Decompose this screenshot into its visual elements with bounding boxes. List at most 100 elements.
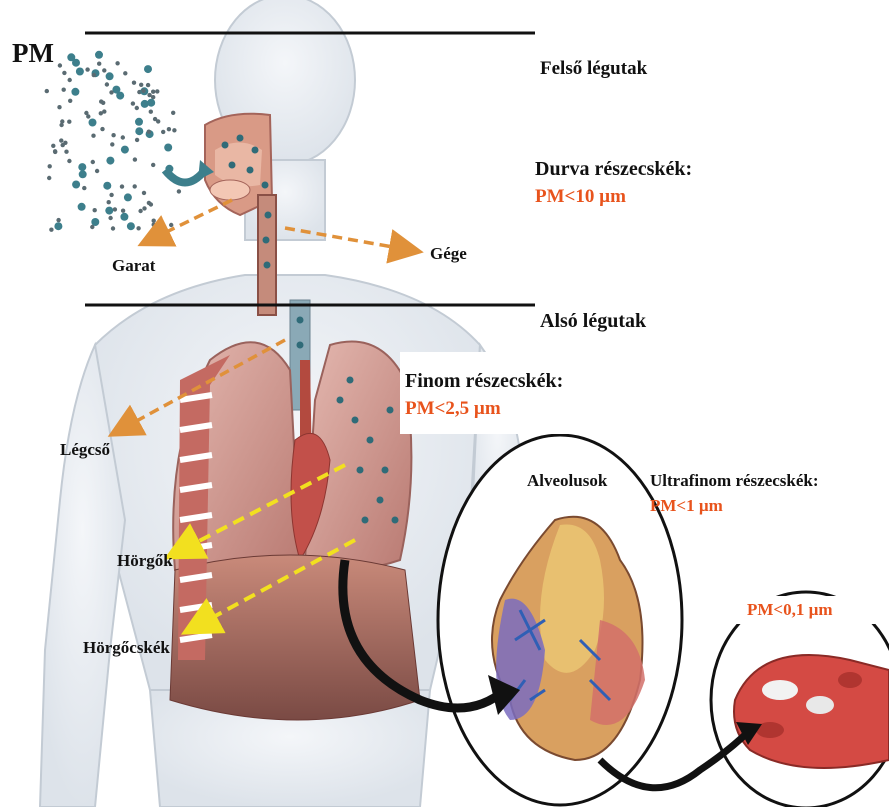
particle-dot: [377, 497, 384, 504]
ultrafine-particles-size: PM<1 µm: [650, 496, 723, 516]
nano-particles-size: PM<0,1 µm: [747, 600, 833, 620]
trachea-label: Légcső: [60, 440, 110, 460]
particle-dot: [106, 72, 114, 80]
particle-dot: [61, 143, 65, 147]
capillary-illustration: [734, 655, 889, 768]
particle-dot: [106, 157, 114, 165]
particle-dot: [108, 216, 112, 220]
alveoli-label: Alveolusok: [527, 471, 607, 491]
larynx-label: Gége: [430, 244, 467, 264]
particle-dot: [115, 61, 119, 65]
particle-dot: [127, 222, 135, 230]
particle-dot: [121, 209, 125, 213]
particle-dot: [97, 62, 101, 66]
particle-dot: [142, 191, 146, 195]
particle-dot: [252, 147, 259, 154]
particle-dot: [51, 144, 55, 148]
particle-dot: [49, 228, 53, 232]
pm-label: PM: [12, 38, 54, 69]
particle-dot: [47, 176, 51, 180]
particle-dot: [155, 89, 159, 93]
particle-dot: [362, 517, 369, 524]
particle-dot: [237, 135, 244, 142]
particle-dot: [93, 208, 97, 212]
particle-dot: [102, 68, 106, 72]
particle-dot: [147, 201, 151, 205]
particle-dot: [135, 118, 143, 126]
particle-dot: [91, 160, 95, 164]
particle-dot: [151, 90, 155, 94]
particle-dot: [111, 133, 115, 137]
particle-dot: [164, 144, 172, 152]
particle-dot: [71, 88, 79, 96]
fine-particles-size: PM<2,5 µm: [405, 398, 501, 420]
particle-dot: [54, 222, 62, 230]
particle-dot: [56, 218, 60, 222]
particle-dot: [79, 170, 87, 178]
coarse-particles-title: Durva részecskék:: [535, 158, 692, 181]
particle-dot: [136, 226, 140, 230]
particle-dot: [141, 89, 145, 93]
particle-dot: [132, 81, 136, 85]
particle-dot: [78, 203, 86, 211]
particle-dot: [107, 200, 111, 204]
particle-dot: [337, 397, 344, 404]
particle-dot: [392, 517, 399, 524]
particle-dot: [99, 111, 103, 115]
particle-dot: [297, 317, 304, 324]
particle-dot: [111, 226, 115, 230]
particle-dot: [95, 169, 99, 173]
particle-dot: [133, 184, 137, 188]
particle-dot: [247, 167, 254, 174]
bronchioles-label: Hörgőcskék: [83, 638, 170, 658]
particle-dot: [68, 78, 72, 82]
particle-dot: [57, 105, 61, 109]
particle-dot: [146, 83, 150, 87]
particle-dot: [91, 134, 95, 138]
particle-dot: [60, 119, 64, 123]
particle-dot: [48, 164, 52, 168]
particle-dot: [152, 223, 156, 227]
particle-dot: [124, 193, 132, 201]
particle-dot: [264, 262, 271, 269]
particle-dot: [135, 106, 139, 110]
fine-particles-box: [400, 352, 600, 434]
coarse-particles-size: PM<10 µm: [535, 186, 626, 208]
particle-dot: [297, 342, 304, 349]
particle-dot: [120, 184, 124, 188]
particle-dot: [100, 127, 104, 131]
particle-dot: [68, 99, 72, 103]
particle-dot: [144, 65, 152, 73]
particle-dot: [82, 186, 86, 190]
particle-dot: [92, 73, 96, 77]
particle-dot: [139, 83, 143, 87]
particle-dot: [72, 181, 80, 189]
particle-dot: [147, 130, 151, 134]
particle-dot: [109, 90, 113, 94]
upper-airways-label: Felső légutak: [540, 58, 647, 80]
particle-dot: [357, 467, 364, 474]
bronchi-label: Hörgők: [117, 551, 173, 571]
particle-dot: [141, 100, 149, 108]
particle-dot: [135, 127, 143, 135]
particle-dot: [149, 110, 153, 114]
particle-dot: [152, 219, 156, 223]
particle-dot: [177, 189, 181, 193]
particle-dot: [262, 182, 269, 189]
particle-dot: [222, 142, 229, 149]
particle-dot: [99, 99, 103, 103]
particle-dot: [67, 53, 75, 61]
particle-dot: [121, 135, 125, 139]
particle-dot: [138, 209, 142, 213]
particle-dot: [62, 71, 66, 75]
particle-dot: [89, 119, 97, 127]
particle-dot: [78, 163, 86, 171]
lower-airways-label: Alsó légutak: [540, 310, 646, 333]
particle-dot: [67, 159, 71, 163]
particle-dot: [53, 149, 57, 153]
particle-dot: [167, 127, 171, 131]
particle-dot: [352, 417, 359, 424]
particle-dot: [171, 111, 175, 115]
particle-dot: [121, 146, 129, 154]
